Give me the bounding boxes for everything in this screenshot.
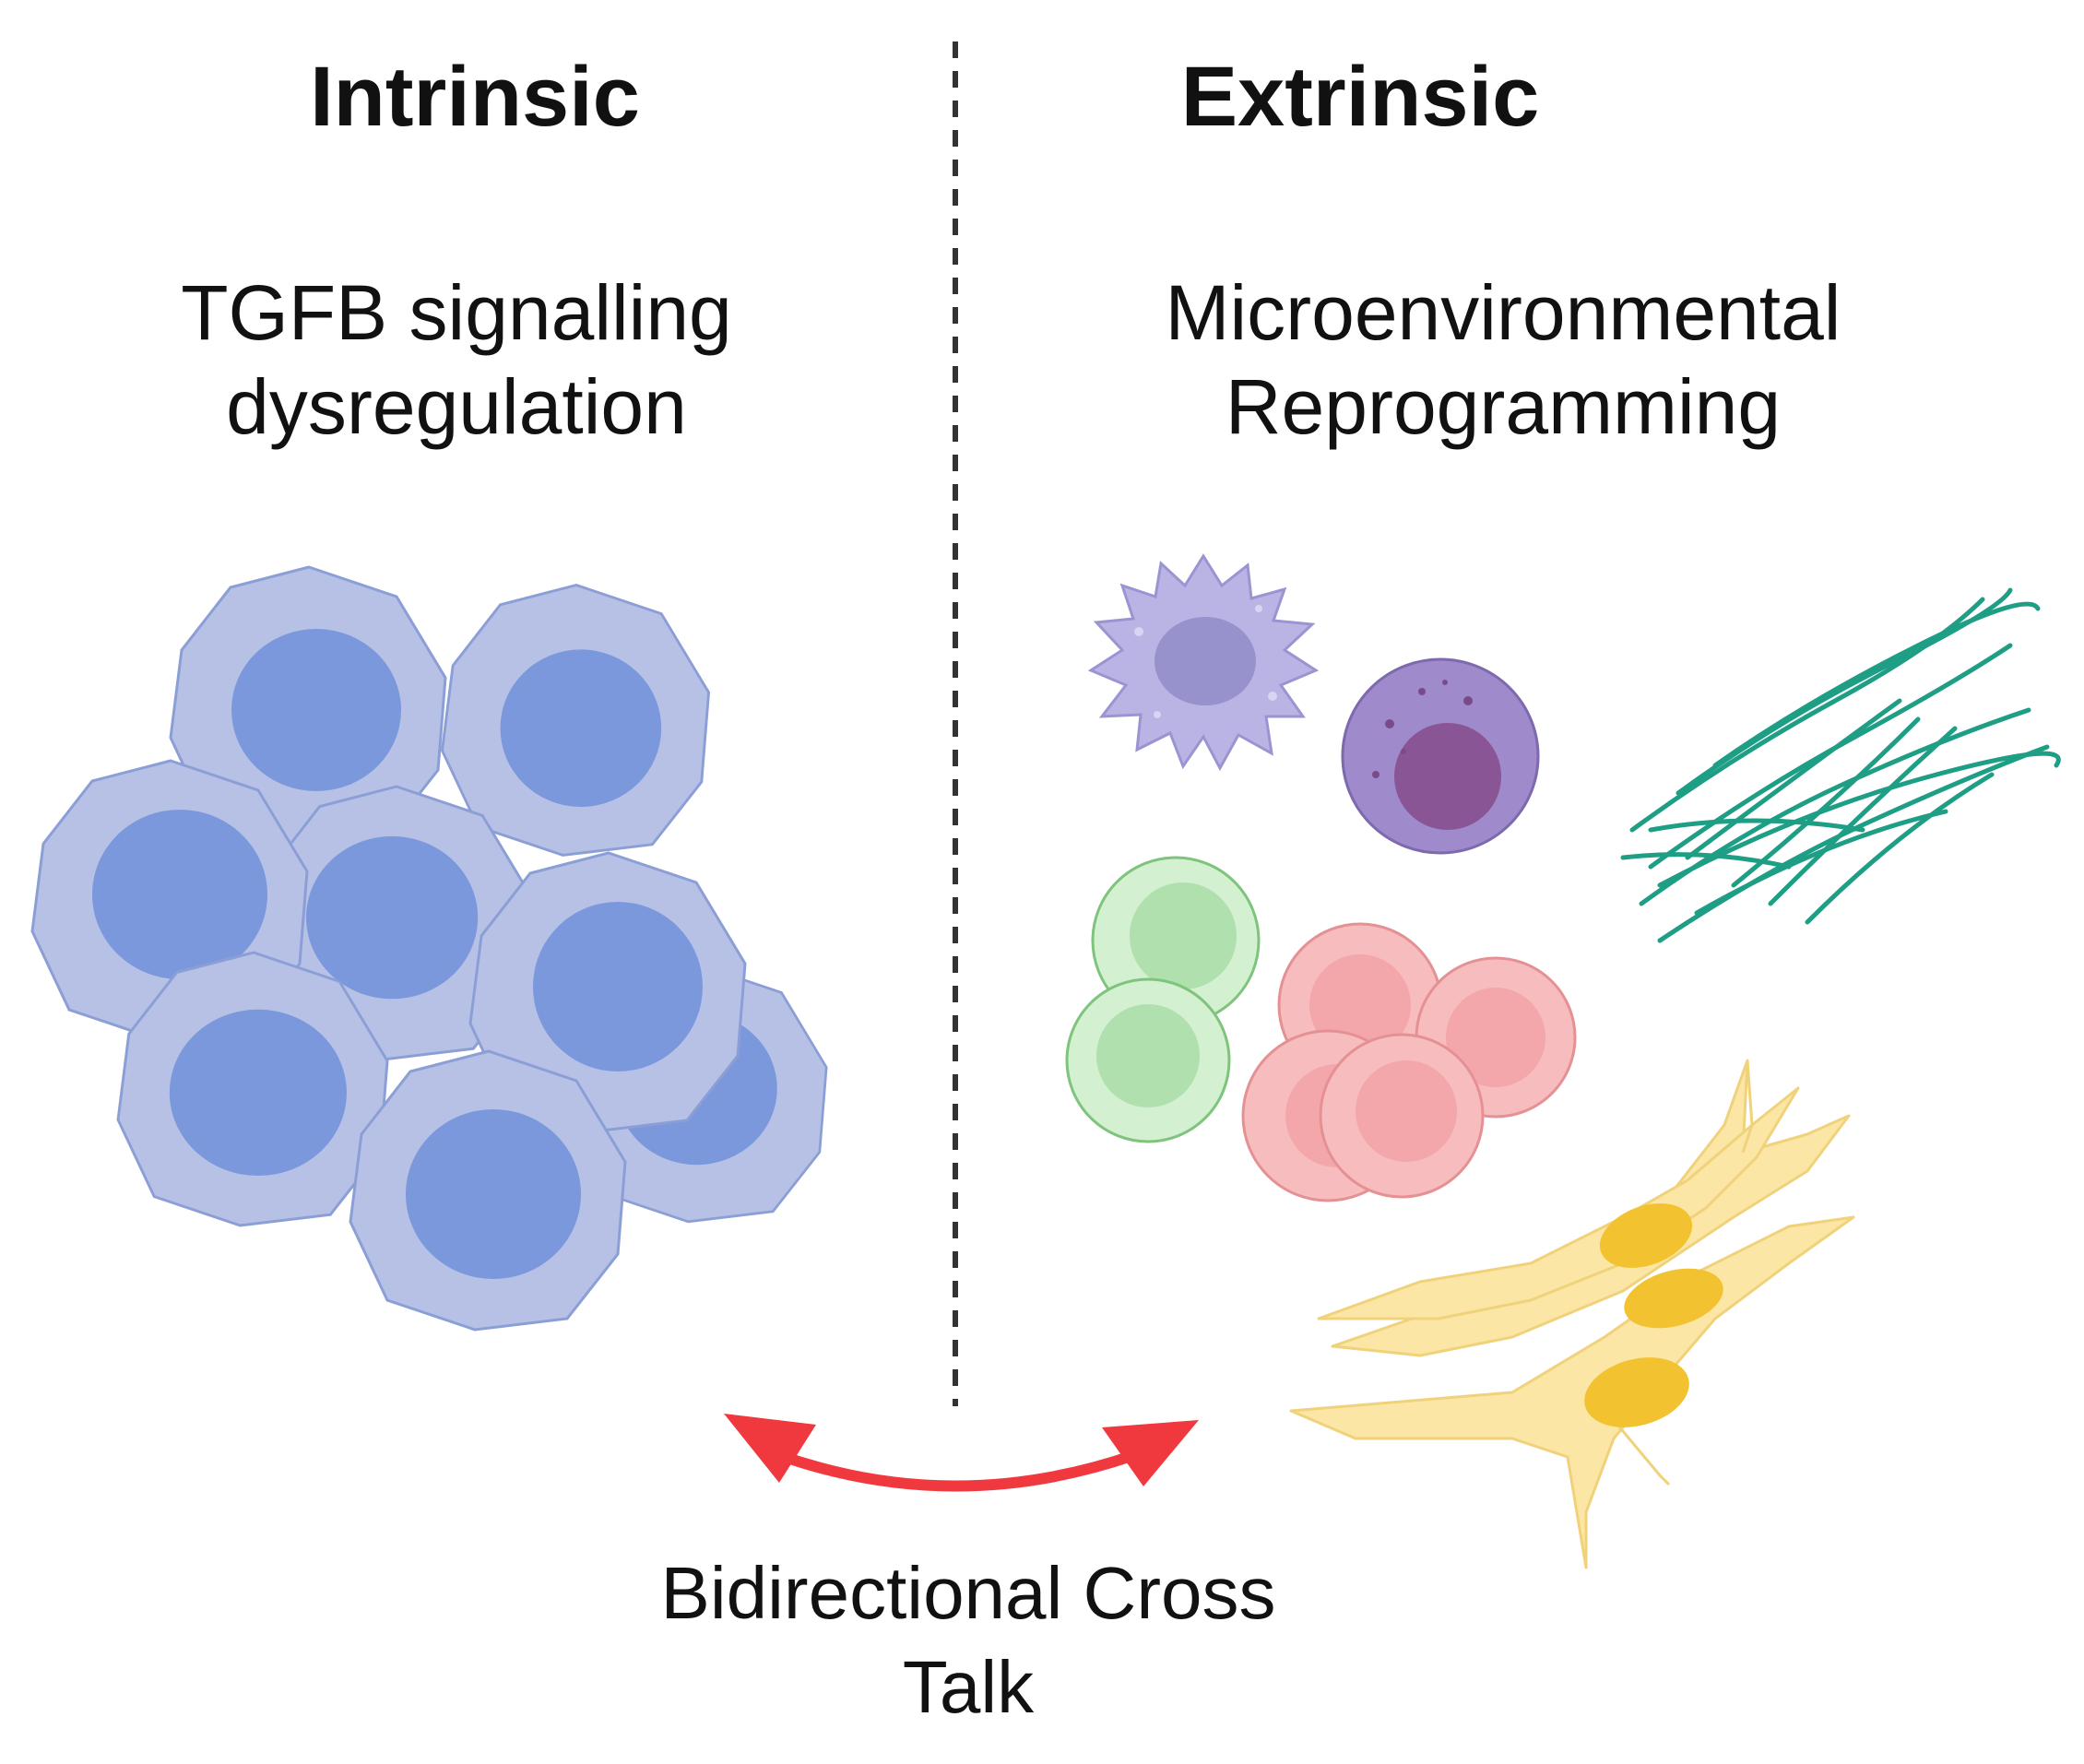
arrowhead-left [724,1414,816,1483]
intrinsic-heading: Intrinsic [310,50,640,144]
fibroblast [1317,1086,1800,1320]
tumor-cell [116,951,389,1227]
tumor-cell [259,785,532,1061]
red-blood-cells [1241,922,1577,1202]
tumor-cell [30,759,309,1041]
double-headed-arrow [724,1414,1199,1492]
extrinsic-subtitle-line2: Reprogramming [1225,363,1782,450]
fibroblasts [1289,1059,1855,1569]
tumor-cell [169,565,447,847]
fibroblast-nucleus [1584,1357,1689,1427]
arrowhead-right [1102,1420,1199,1486]
intrinsic-subtitle-line1: TGFB signalling [181,269,732,356]
extracellular-matrix-fibers [1620,587,2061,943]
tumor-cell [441,584,711,857]
granulocyte [1341,657,1540,855]
tumor-cell-cluster [30,565,828,1332]
lymphocytes [1065,856,1261,1143]
lymphocyte [1065,977,1231,1143]
fibroblast-nucleus [1624,1268,1723,1329]
dendritic-cell [1087,553,1320,772]
intrinsic-subtitle-line2: dysregulation [226,363,687,450]
red-blood-cell [1319,1033,1485,1199]
tumor-cell [468,851,747,1133]
crosstalk-label-line2: Talk [902,1646,1035,1728]
fibroblast-nucleus [1599,1203,1693,1268]
extrinsic-heading: Extrinsic [1180,50,1540,144]
crosstalk-label-line1: Bidirectional Cross [660,1552,1276,1634]
tumor-cell [349,1049,627,1332]
extrinsic-subtitle-line1: Microenvironmental [1165,269,1841,356]
